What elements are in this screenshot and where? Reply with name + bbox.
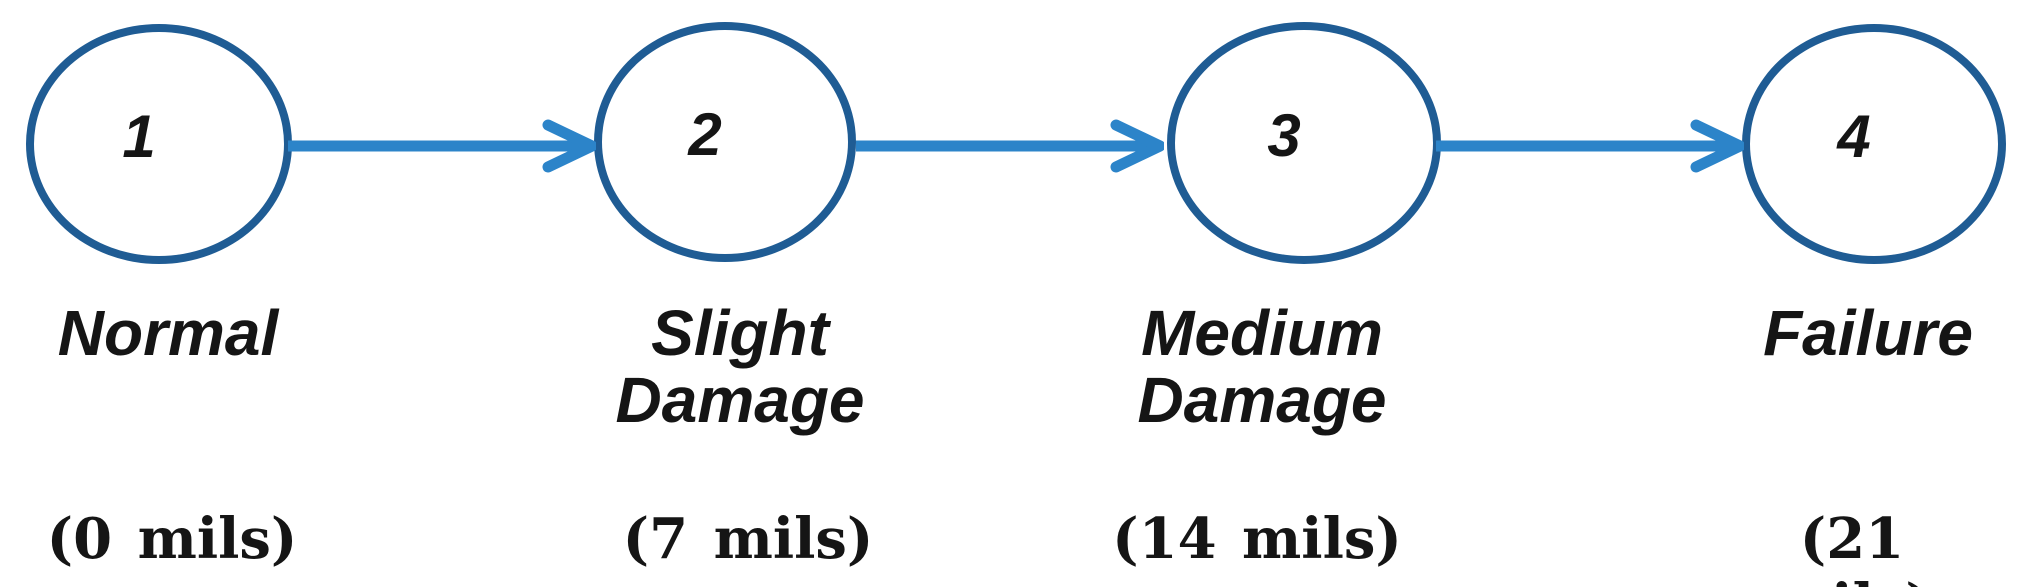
state-threshold-3: (14 mils) [1112,506,1402,572]
state-threshold-1: (0 mils) [46,506,298,572]
state-number-3: 3 [1267,101,1301,169]
arrow-head-icon [1110,119,1164,173]
transition-arrow-2-3 [856,119,1164,173]
state-node-2: 2 [594,22,856,262]
state-node-4: 4 [1742,24,2006,264]
arrow-head-icon [1690,119,1744,173]
state-number-2: 2 [688,100,722,168]
state-number-4: 4 [1837,102,1871,170]
state-label-slight-damage: Slight Damage [615,297,865,436]
state-number-1: 1 [122,102,156,170]
state-node-3: 3 [1167,22,1441,264]
state-threshold-4: (21 mils) [1772,506,1932,587]
state-label-medium-damage: Medium Damage [1137,297,1387,436]
state-label-normal: Normal [57,297,279,369]
state-threshold-2: (7 mils) [622,506,874,572]
arrow-head-icon [542,119,596,173]
state-node-1: 1 [26,24,292,264]
transition-arrow-1-2 [288,119,596,173]
transition-arrow-3-4 [1436,119,1744,173]
state-label-failure: Failure [1763,297,1973,369]
